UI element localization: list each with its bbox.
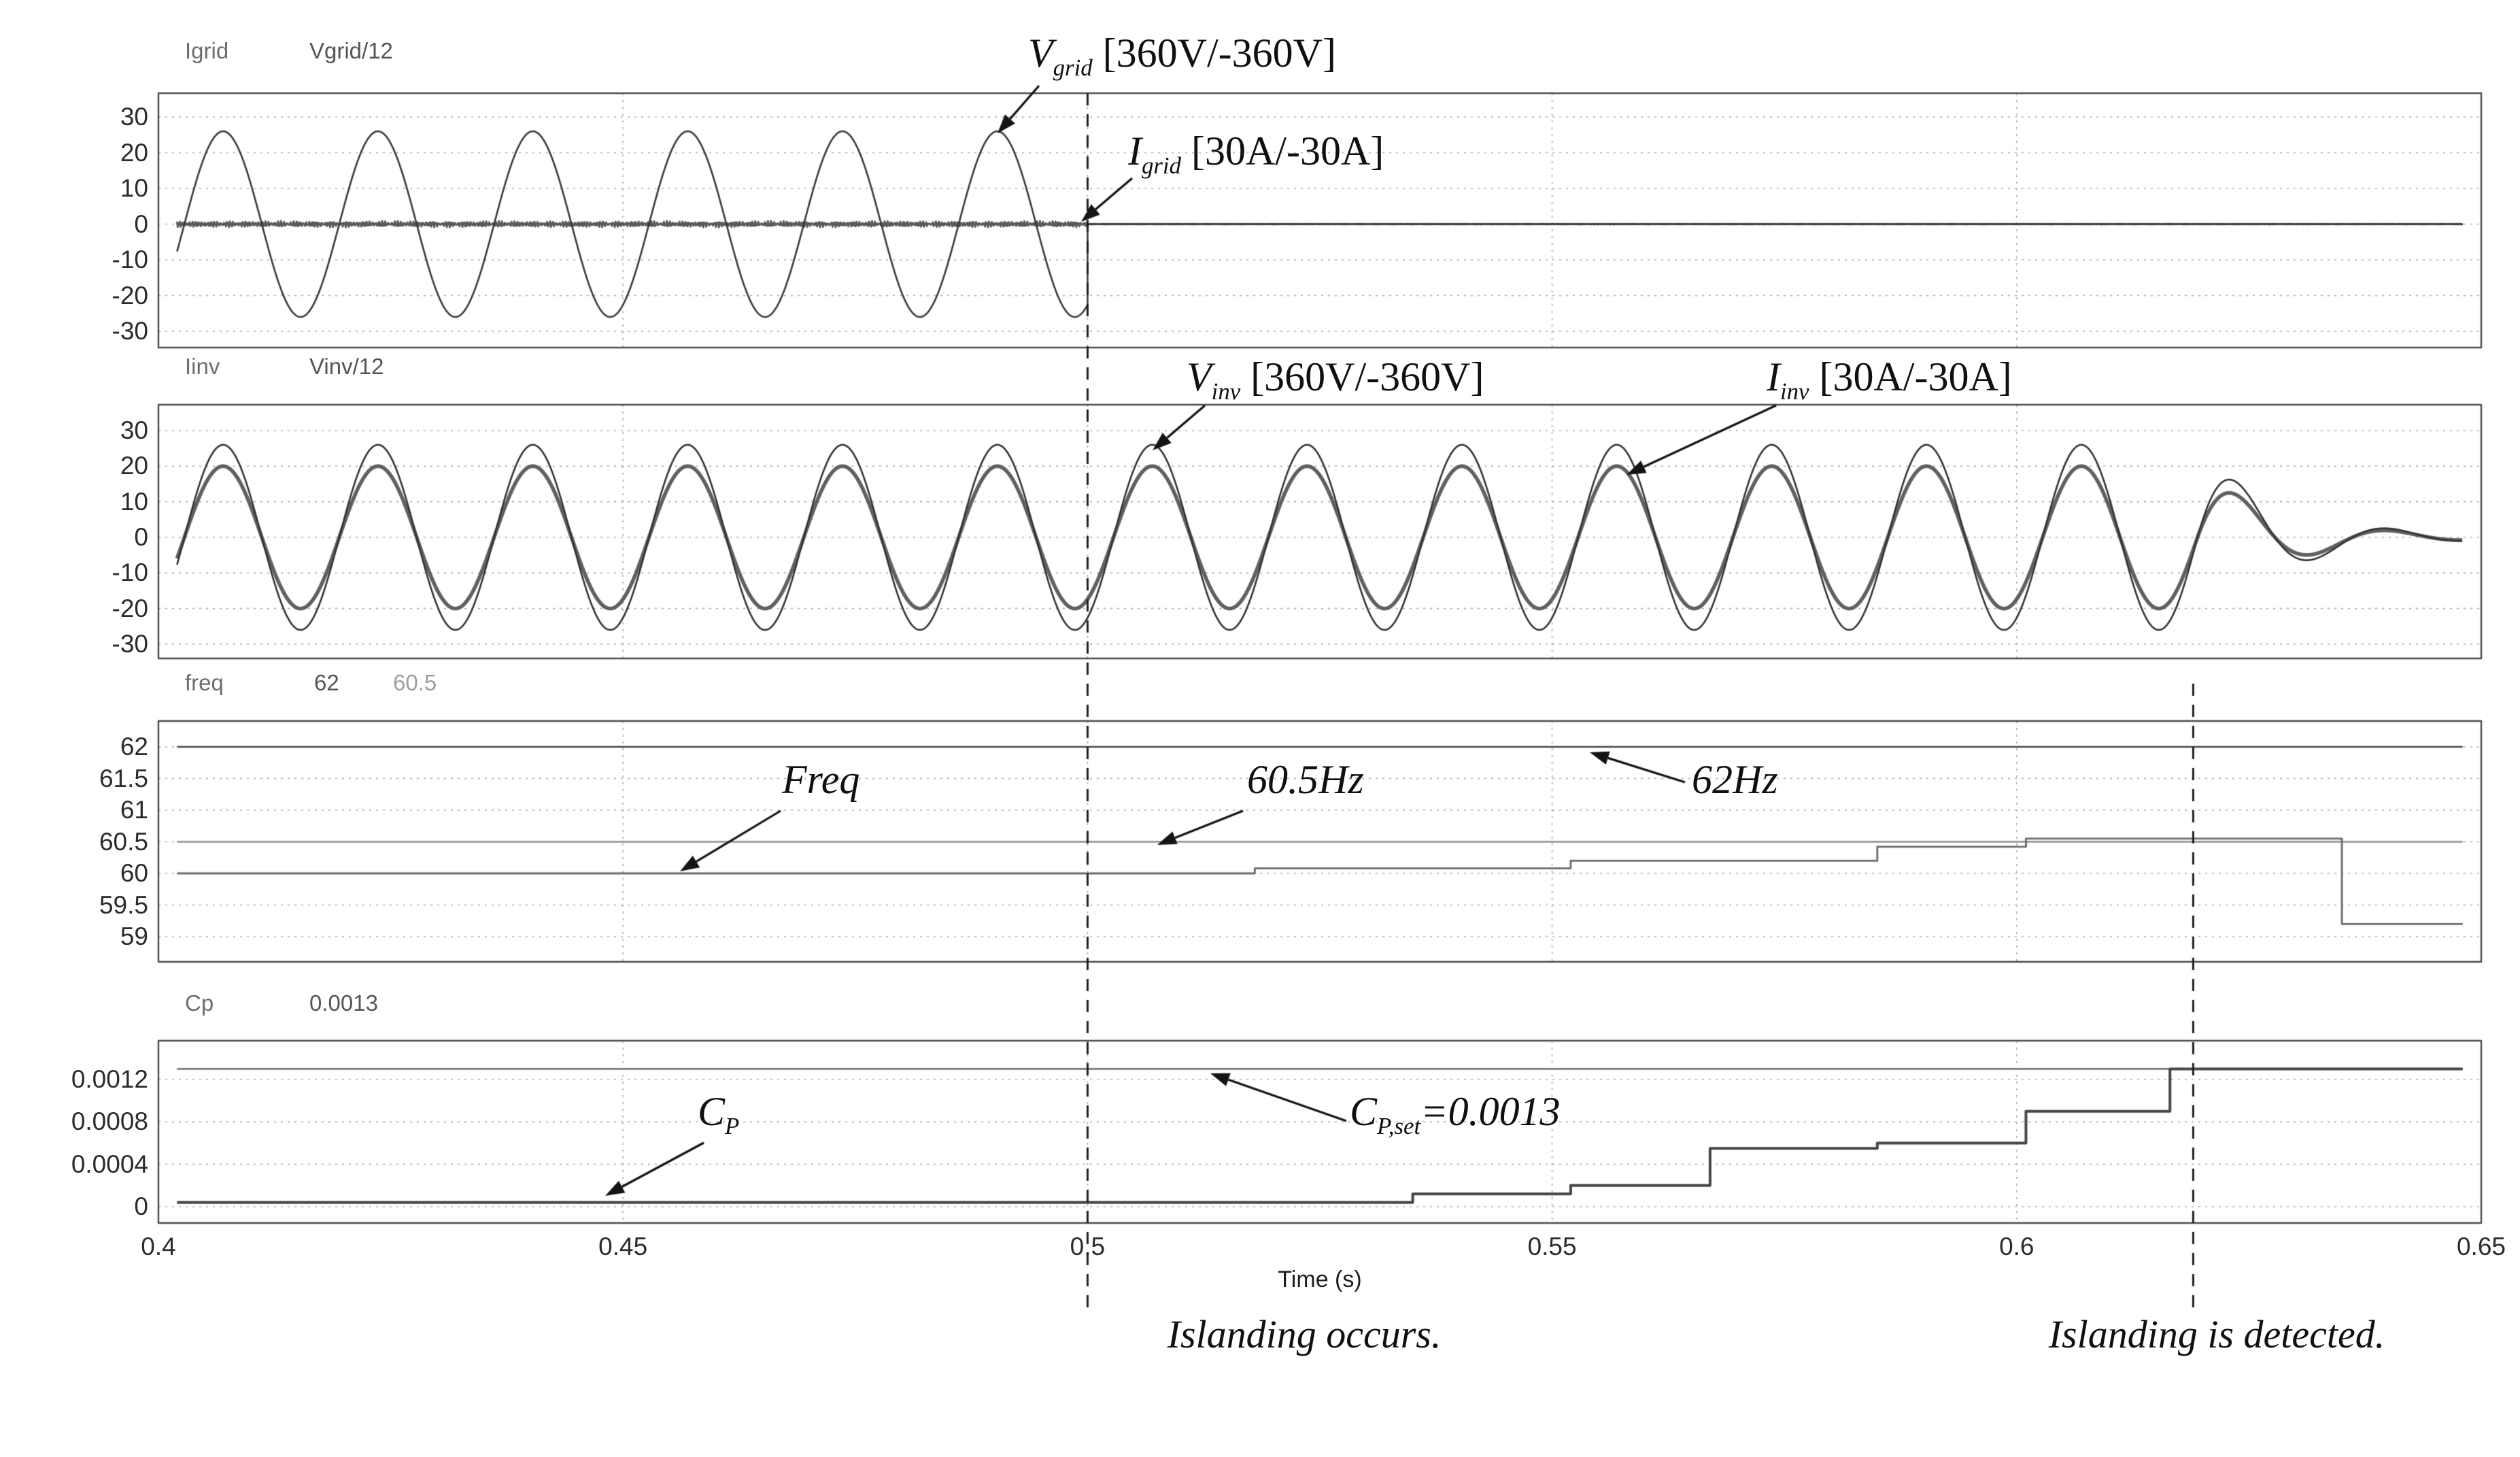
y-tick-label: 0 [134,210,148,238]
channel-label-cp: Cp [185,990,214,1016]
channel-label-igrid: Igrid [185,38,229,63]
annotation-62hz: 62Hz [1692,756,1778,808]
channel-label-vinv: Vinv/12 [309,354,384,379]
x-axis-title: Time (s) [1278,1267,1362,1292]
y-tick-label: 59.5 [99,890,148,919]
x-tick-label: 0.55 [1527,1233,1577,1260]
annotation-var: I [1767,354,1780,399]
y-tick-label: 0.0012 [71,1065,148,1093]
annotation-sub: grid [1053,54,1093,81]
annotation-rest: [360V/-360V] [1240,354,1484,399]
y-tick-label: 20 [120,452,148,480]
annotation-var: I [1128,129,1142,173]
y-tick-label: 62 [120,733,148,760]
y-tick-label: 60.5 [99,827,148,856]
y-tick-label: -20 [112,281,148,309]
annotation-iinv: Iinv [30A/-30A] [1767,354,2012,405]
annotation-vinv: Vinv [360V/-360V] [1187,354,1484,405]
y-tick-label: 0 [134,523,148,551]
y-tick-label: 0.0008 [71,1107,148,1136]
event-label-islanding-detected: Islanding is detected. [2048,1312,2385,1356]
annotation-var: C [698,1089,726,1134]
y-tick-label: 60 [120,859,148,887]
y-tick-label: -20 [112,594,148,622]
x-tick-label: 0.6 [1999,1233,2034,1260]
annotation-rest: [360V/-360V] [1092,31,1336,76]
channel-label-60-5: 60.5 [393,670,437,695]
annotation-cp-set: CP,set=0.0013 [1350,1088,1561,1140]
y-tick-label: -10 [112,558,148,587]
y-tick-label: 10 [120,487,148,516]
channel-label-iinv: Iinv [185,354,220,379]
x-tick-label: 0.5 [1070,1233,1106,1260]
y-tick-label: 10 [120,174,148,202]
y-tick-label: 30 [120,103,148,131]
event-label-islanding-occurs: Islanding occurs. [1167,1312,1442,1356]
y-tick-label: 61 [120,796,148,824]
y-tick-label: 0 [134,1192,148,1220]
annotation-freq: Freq [782,756,859,808]
annotation-cp: CP [698,1088,739,1140]
annotation-rest: [30A/-30A] [1809,354,2012,399]
y-tick-label: -10 [112,246,148,273]
y-tick-label: -30 [112,630,148,658]
x-tick-label: 0.4 [141,1233,176,1260]
annotation-var: 60.5Hz [1247,757,1364,802]
annotation-var: V [1187,354,1212,399]
y-tick-label: 0.0004 [71,1150,148,1178]
annotation-sub: inv [1780,378,1809,405]
annotation-vgrid: Vgrid [360V/-360V] [1028,30,1336,82]
y-tick-label: 61.5 [99,764,148,792]
annotation-var: 62Hz [1692,757,1778,802]
x-tick-label: 0.45 [598,1233,648,1260]
annotation-sub: inv [1211,378,1241,405]
annotation-60-5hz: 60.5Hz [1247,756,1364,808]
annotation-var: Freq [782,757,860,802]
y-tick-label: 59 [120,922,148,950]
channel-label-freq: freq [185,670,224,695]
channel-label-cp-set-value: 0.0013 [309,990,378,1016]
x-tick-label: 0.65 [2456,1233,2506,1260]
annotation-rest: =0.0013 [1420,1089,1561,1134]
annotation-var: C [1350,1089,1378,1134]
y-tick-label: 20 [120,138,148,167]
channel-label-vgrid: Vgrid/12 [309,38,393,63]
annotation-igrid: Igrid [30A/-30A] [1128,128,1384,180]
annotation-sub: P,set [1377,1113,1421,1139]
annotation-var: V [1028,31,1053,76]
annotation-sub: grid [1141,152,1181,179]
y-tick-label: 30 [120,416,148,444]
channel-label-62: 62 [314,670,339,695]
annotation-rest: [30A/-30A] [1181,129,1384,173]
y-tick-label: -30 [112,317,148,345]
annotation-sub: P [725,1113,740,1139]
